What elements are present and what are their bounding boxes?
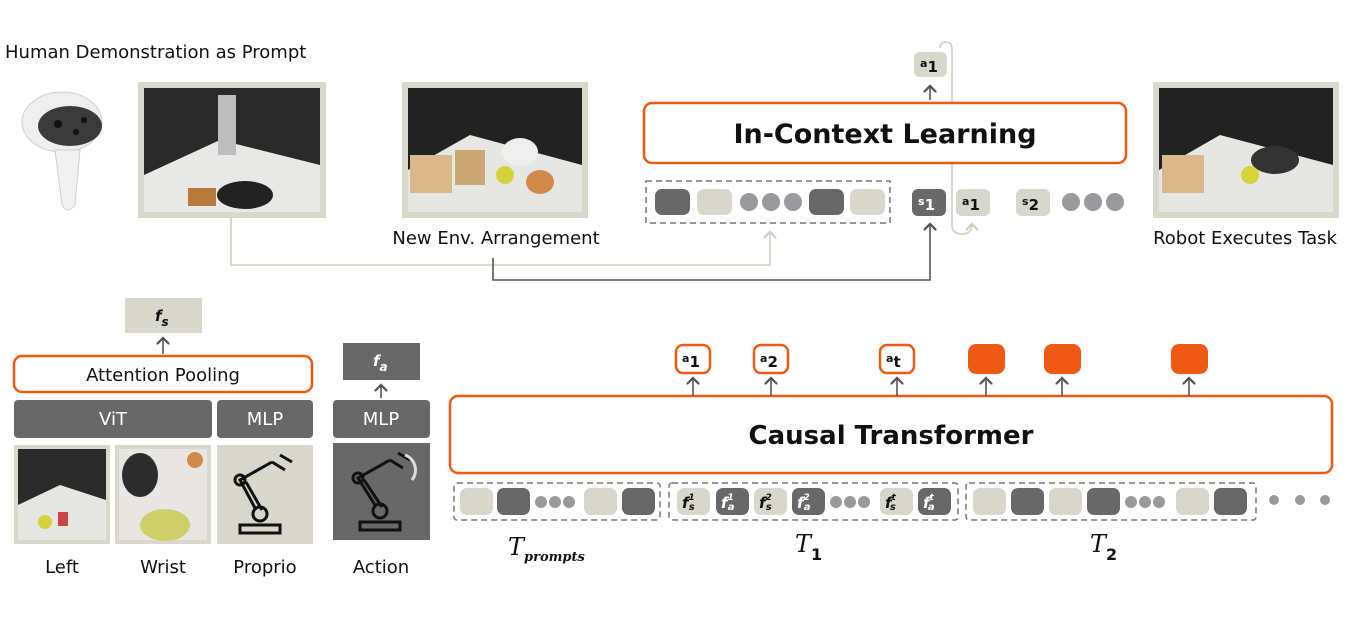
fa-token: fa bbox=[343, 343, 420, 380]
svg-text:fa: fa bbox=[373, 352, 388, 374]
seq-token-s1: s1 bbox=[912, 189, 946, 216]
seq-token-s2: s2 bbox=[1016, 189, 1050, 216]
mlp-action-box bbox=[333, 400, 430, 438]
svg-text:a1: a1 bbox=[962, 195, 980, 214]
svg-text:fta: fta bbox=[923, 493, 935, 513]
trajectory-1-group bbox=[668, 482, 959, 521]
vr-controller-icon bbox=[21, 91, 103, 211]
action-robot-arm-icon bbox=[333, 443, 430, 540]
wrist-camera-image bbox=[115, 445, 211, 544]
attention-pooling-label: Attention Pooling bbox=[86, 365, 240, 386]
icl-box bbox=[642, 101, 1128, 165]
robot-exec-label: Robot Executes Task bbox=[1153, 228, 1337, 249]
trajectory-1-label: T1 bbox=[795, 530, 822, 564]
prompt-tokens bbox=[655, 189, 885, 215]
causal-transformer-box bbox=[448, 394, 1334, 475]
proprio-robot-arm-icon bbox=[217, 445, 313, 544]
trajectory-2-group bbox=[965, 482, 1257, 521]
svg-text:a2: a2 bbox=[760, 352, 778, 371]
svg-text:f2a: f2a bbox=[797, 493, 811, 513]
output-token-a2: a2 bbox=[752, 343, 790, 375]
env-connector bbox=[492, 224, 930, 281]
mlp-action-label: MLP bbox=[363, 409, 400, 430]
new-env-photo bbox=[402, 82, 588, 218]
output-token-filled bbox=[1044, 344, 1081, 374]
left-camera-image bbox=[14, 445, 110, 544]
attention-pooling-box bbox=[12, 354, 314, 394]
prompt-token-group bbox=[645, 180, 891, 224]
trajectory-2-tokens bbox=[973, 488, 1247, 515]
svg-text:f1s: f1s bbox=[682, 493, 695, 513]
causal-transformer-label: Causal Transformer bbox=[749, 421, 1034, 451]
action-label: Action bbox=[353, 557, 409, 578]
seq-token-a1: a1 bbox=[956, 189, 990, 216]
svg-text:a1: a1 bbox=[920, 57, 938, 76]
svg-text:fs: fs bbox=[155, 307, 169, 329]
svg-text:s2: s2 bbox=[1022, 195, 1039, 214]
wrist-label: Wrist bbox=[140, 557, 186, 578]
output-token-a1: a1 bbox=[674, 343, 712, 375]
left-label: Left bbox=[45, 557, 79, 578]
vit-label: ViT bbox=[99, 409, 128, 430]
prompt-connector bbox=[230, 218, 770, 266]
prompts-tokens bbox=[460, 488, 655, 515]
svg-text:f2s: f2s bbox=[759, 493, 772, 513]
output-token-filled bbox=[968, 344, 1005, 374]
output-token-at: at bbox=[878, 343, 916, 375]
icl-label: In-Context Learning bbox=[733, 119, 1036, 150]
proprio-label: Proprio bbox=[233, 557, 296, 578]
demo-photo bbox=[138, 82, 326, 218]
svg-text:f1a: f1a bbox=[721, 493, 735, 513]
svg-text:a1: a1 bbox=[682, 352, 700, 371]
trailing-ellipsis bbox=[1269, 495, 1330, 505]
mlp-proprio-label: MLP bbox=[247, 409, 284, 430]
prompts-group-label: Tprompts bbox=[508, 533, 585, 565]
output-token-filled bbox=[1171, 344, 1208, 374]
prompts-group bbox=[453, 482, 661, 521]
mlp-proprio-box bbox=[217, 400, 313, 438]
svg-text:fts: fts bbox=[885, 493, 897, 513]
prompt-title: Human Demonstration as Prompt bbox=[5, 42, 306, 63]
svg-text:s1: s1 bbox=[918, 195, 935, 214]
fs-token: fs bbox=[125, 298, 202, 333]
svg-text:at: at bbox=[886, 352, 901, 371]
trajectory-2-label: T2 bbox=[1090, 530, 1117, 564]
new-env-label: New Env. Arrangement bbox=[392, 228, 599, 249]
icl-output-token: a1 bbox=[914, 52, 947, 77]
robot-exec-photo bbox=[1153, 82, 1339, 218]
vit-box bbox=[14, 400, 212, 438]
seq-ellipsis bbox=[1062, 193, 1124, 211]
